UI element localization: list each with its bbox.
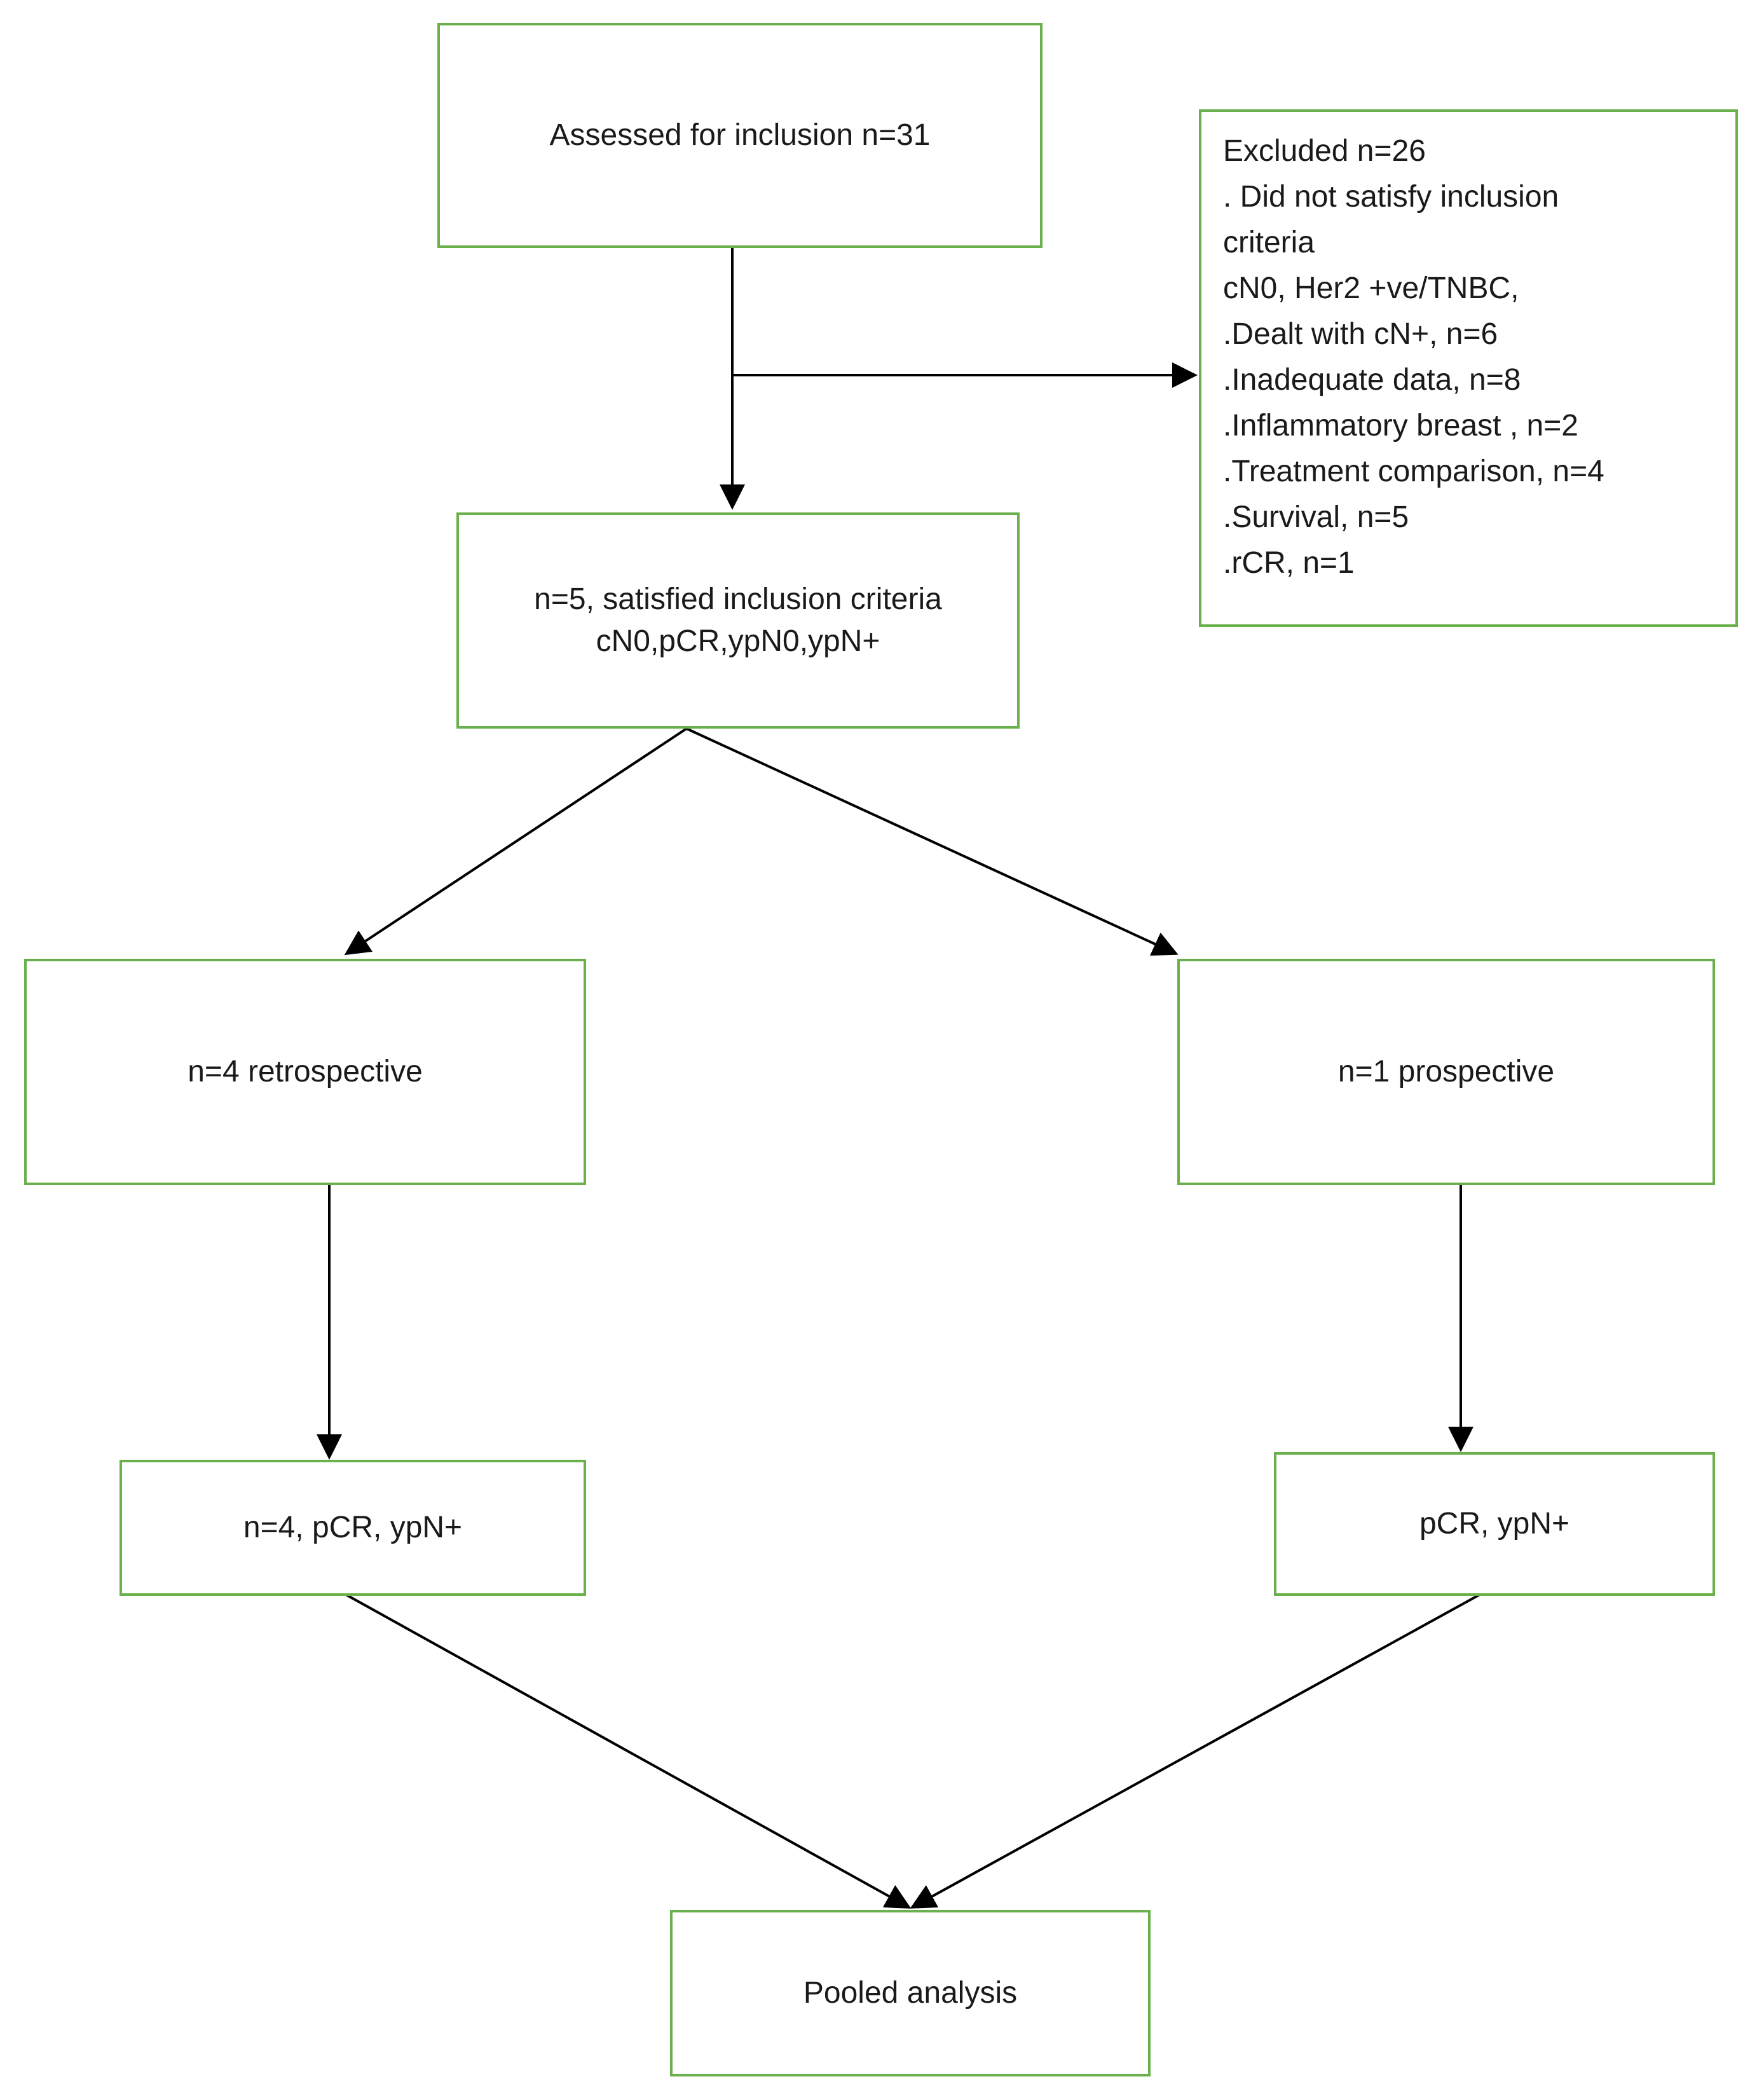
satisfied-line-2: cN0,pCR,ypN0,ypN+ (596, 624, 880, 658)
excluded-line: . Did not satisfy inclusion (1223, 180, 1559, 214)
retrospective-box: n=4 retrospective (24, 959, 586, 1185)
excluded-line: .Treatment comparison, n=4 (1223, 455, 1604, 488)
excluded-box: Excluded n=26 . Did not satisfy inclusio… (1199, 109, 1738, 627)
excluded-line: .Inadequate data, n=8 (1223, 363, 1521, 397)
excluded-line: .rCR, n=1 (1223, 546, 1355, 580)
arrow-satisfied-to-retrospective (344, 727, 688, 956)
excluded-line: .Inflammatory breast , n=2 (1223, 409, 1578, 443)
assessed-text: Assessed for inclusion n=31 (549, 118, 931, 152)
assessed-box: Assessed for inclusion n=31 (437, 23, 1043, 248)
excluded-line: criteria (1223, 226, 1315, 259)
prospective-text: n=1 prospective (1337, 1055, 1555, 1088)
prospective-result-text: pCR, ypN+ (1419, 1507, 1570, 1541)
retrospective-result-text: n=4, pCR, ypN+ (243, 1511, 463, 1544)
pooled-analysis-box: Pooled analysis (670, 1910, 1151, 2076)
excluded-line: .Survival, n=5 (1223, 500, 1409, 534)
excluded-line: cN0, Her2 +ve/TNBC, (1223, 271, 1519, 305)
arrow-retro-result-to-pooled (345, 1593, 912, 1909)
prospective-box: n=1 prospective (1177, 959, 1715, 1185)
satisfied-box: n=5, satisfied inclusion criteria cN0,pC… (456, 512, 1020, 729)
prospective-result-box: pCR, ypN+ (1274, 1452, 1715, 1596)
arrow-satisfied-to-prospective (686, 727, 1179, 956)
excluded-line: Excluded n=26 (1223, 134, 1426, 168)
excluded-line: .Dealt with cN+, n=6 (1223, 317, 1498, 351)
retrospective-text: n=4 retrospective (188, 1055, 423, 1088)
pooled-analysis-text: Pooled analysis (803, 1976, 1018, 2010)
arrow-pro-result-to-pooled (910, 1593, 1480, 1909)
retrospective-result-box: n=4, pCR, ypN+ (120, 1460, 586, 1596)
satisfied-line-1: n=5, satisfied inclusion criteria (534, 582, 942, 616)
